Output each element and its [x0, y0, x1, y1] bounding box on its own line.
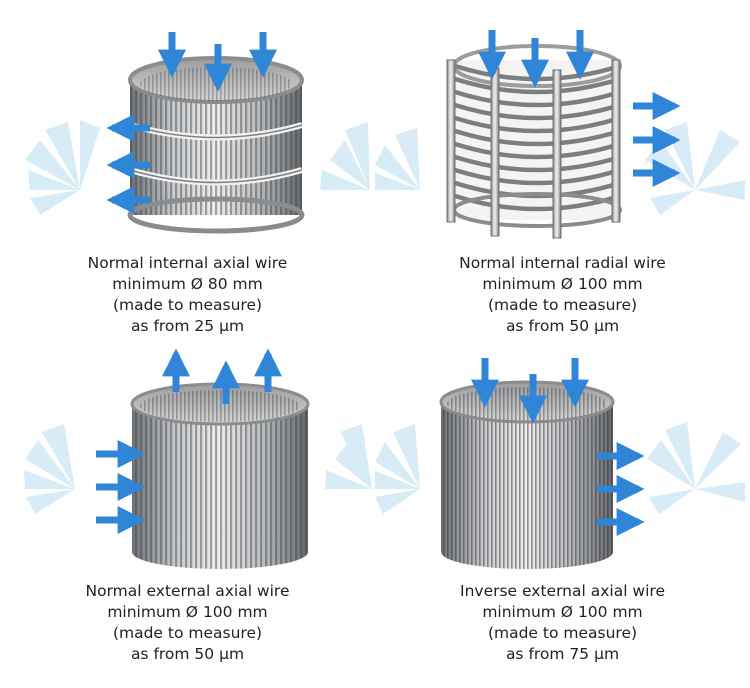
caption-note: (made to measure): [487, 624, 638, 642]
flow-arrows: [106, 32, 277, 214]
caption-title: Normal internal radial wire: [459, 254, 666, 272]
caption: Inverse external axial wire minimum Ø 10…: [375, 581, 750, 665]
caption-slot: as from 50 µm: [130, 645, 245, 663]
caption-diameter: minimum Ø 80 mm: [112, 275, 263, 293]
caption-diameter: minimum Ø 100 mm: [107, 603, 268, 621]
panel-inverse-external-axial: Inverse external axial wire minimum Ø 10…: [375, 344, 750, 688]
caption-slot: as from 50 µm: [505, 317, 620, 335]
panel-normal-internal-radial: Normal internal radial wire minimum Ø 10…: [375, 0, 750, 344]
caption-note: (made to measure): [112, 296, 263, 314]
axial-wire-cylinder: [439, 380, 615, 569]
flow-arrows: [96, 348, 282, 534]
axial-wire-cylinder: [127, 56, 305, 234]
cylinder-illustration: [25, 32, 370, 234]
caption-note: (made to measure): [487, 296, 638, 314]
caption-note: (made to measure): [112, 624, 263, 642]
caption-title: Normal external axial wire: [85, 582, 290, 600]
caption-title: Normal internal axial wire: [87, 254, 288, 272]
flow-arrows: [478, 30, 681, 187]
fan-watermark-right: [647, 422, 745, 514]
caption-slot: as from 75 µm: [505, 645, 620, 663]
caption: Normal internal radial wire minimum Ø 10…: [375, 253, 750, 337]
caption-title: Inverse external axial wire: [460, 582, 665, 600]
caption-slot: as from 25 µm: [130, 317, 245, 335]
fan-watermark-left: [375, 128, 420, 190]
fan-watermark-right: [645, 122, 745, 215]
flow-arrows: [471, 358, 645, 536]
fan-watermark-left: [25, 120, 100, 215]
cylinder-illustration: [24, 348, 372, 569]
caption: Normal internal axial wire minimum Ø 80 …: [0, 253, 375, 337]
caption-diameter: minimum Ø 100 mm: [482, 275, 643, 293]
panel-normal-internal-axial: Normal internal axial wire minimum Ø 80 …: [0, 0, 375, 344]
cylinder-illustration: [375, 358, 745, 569]
panel-normal-external-axial: Normal external axial wire minimum Ø 100…: [0, 344, 375, 688]
caption-diameter: minimum Ø 100 mm: [482, 603, 643, 621]
cylinder-illustration: [375, 30, 745, 239]
fan-watermark-right: [325, 424, 372, 489]
fan-watermark-left: [375, 424, 420, 514]
caption: Normal external axial wire minimum Ø 100…: [0, 581, 375, 665]
axial-wire-cylinder: [130, 382, 310, 569]
fan-watermark-left: [24, 424, 75, 514]
fan-watermark-right: [320, 122, 370, 190]
